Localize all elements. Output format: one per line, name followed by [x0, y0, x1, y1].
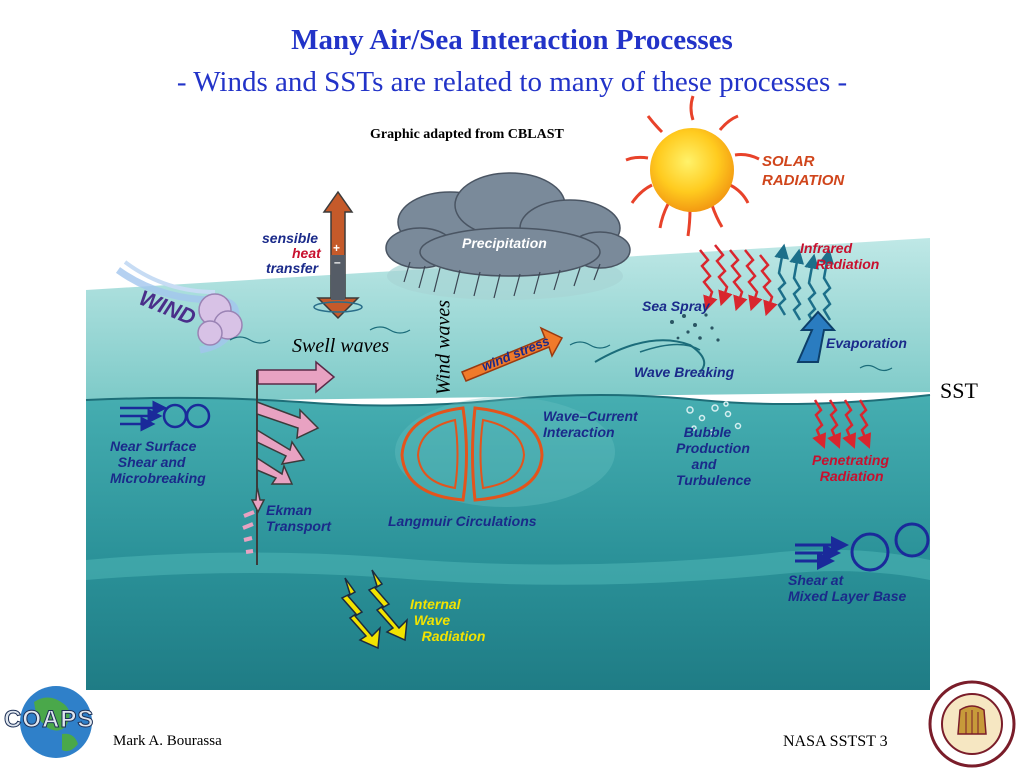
swell-waves-label: Swell waves	[292, 335, 390, 357]
wave-current-label: Wave–Current Interaction	[543, 408, 638, 440]
solar-radiation-label: SOLAR RADIATION	[762, 153, 845, 189]
internal-wave-arrows	[340, 569, 408, 650]
ocean-body	[86, 395, 930, 690]
ekman-transport-label: Ekman Transport	[266, 502, 332, 534]
wind-stress-arrow	[461, 326, 564, 382]
langmuir-label: Langmuir Circulations	[388, 513, 537, 529]
solar-radiation-arrows	[699, 244, 778, 317]
sensible-heat-arrow: + –	[313, 190, 363, 320]
near-surface-label: Near Surface Shear and Microbreaking	[110, 438, 206, 486]
author-footer: Mark A. Bourassa	[113, 733, 222, 749]
sensible-label: sensible	[262, 230, 319, 246]
shear-mixed-layer-label: Shear at Mixed Layer Base	[788, 572, 907, 604]
graphic-credit: Graphic adapted from CBLAST	[370, 127, 564, 142]
slide-subtitle: - Winds and SSTs are related to many of …	[176, 66, 848, 98]
penetrating-radiation-arrows	[812, 399, 872, 449]
evaporation-arrow	[796, 310, 837, 363]
slide-number-footer: NASA SSTST 3	[783, 733, 888, 750]
heat-label: heat	[292, 245, 321, 261]
coaps-logo: COAPS	[3, 682, 100, 766]
langmuir-circulations	[395, 397, 615, 507]
precipitation-label: Precipitation	[462, 235, 547, 251]
wind-icon	[115, 260, 243, 354]
slide-title: Many Air/Sea Interaction Processes	[291, 24, 733, 56]
coaps-logo-text: COAPS	[3, 706, 95, 734]
seal-icon	[928, 680, 1016, 768]
svg-text:+: +	[333, 241, 340, 255]
sst-label: SST	[940, 378, 978, 403]
sea-spray-label: Sea Spray	[642, 298, 710, 314]
wind-waves-label: Wind waves	[432, 300, 455, 395]
infrared-arrows	[774, 243, 835, 326]
mixed-layer-base	[86, 549, 930, 585]
penetrating-radiation-label: Penetrating Radiation	[812, 452, 890, 484]
ekman-spiral	[242, 370, 320, 565]
internal-wave-label: Internal Wave Radiation	[410, 596, 486, 644]
fsu-seal	[928, 680, 1016, 768]
svg-text:–: –	[334, 255, 341, 269]
transfer-label: transfer	[266, 260, 319, 276]
swell-wave-arrows	[257, 360, 336, 394]
evaporation-label: Evaporation	[826, 335, 907, 351]
mixed-layer-eddies-icon	[795, 522, 930, 572]
bubbles-icon	[686, 401, 742, 435]
cloud-icon	[385, 172, 631, 300]
infrared-radiation-label: Infrared Radiation	[800, 240, 880, 272]
globe-icon	[20, 686, 92, 758]
near-surface-shear-icon	[120, 400, 211, 432]
sun-icon	[625, 95, 760, 237]
bubble-production-label: Bubble Production and Turbulence	[676, 424, 752, 488]
wave-breaking-icon	[594, 313, 720, 373]
wave-breaking-label: Wave Breaking	[634, 364, 735, 380]
